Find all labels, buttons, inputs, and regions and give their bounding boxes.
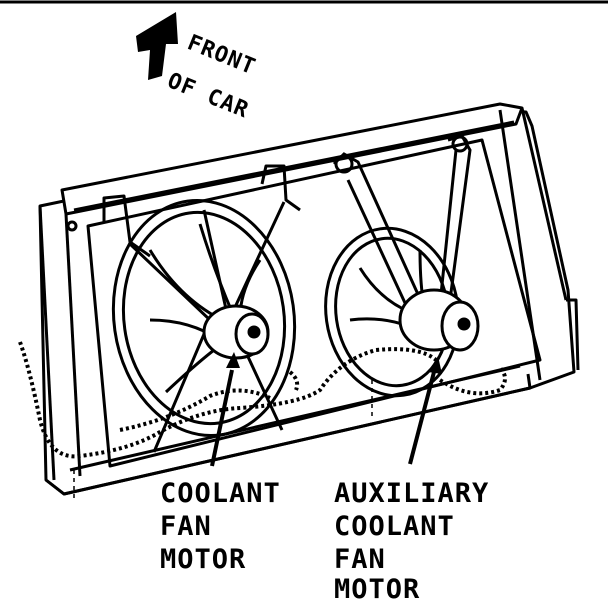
auxiliary-fan-motor-line3: FAN xyxy=(334,544,386,575)
coolant-fan-motor-leader xyxy=(210,352,240,467)
auxiliary-fan-motor-leader xyxy=(408,356,442,465)
coolant-fan xyxy=(111,198,297,453)
coolant-fan-motor-line2: FAN xyxy=(160,511,212,542)
auxiliary-fan-motor-line4: MOTOR xyxy=(334,574,420,602)
auxiliary-fan-motor-line2: COOLANT xyxy=(334,511,455,542)
wiring-harness xyxy=(18,341,507,459)
auxiliary-fan-motor-line1: AUXILIARY xyxy=(334,478,489,509)
front-arrow-icon xyxy=(136,12,178,80)
radiator-shroud xyxy=(38,102,580,496)
direction-label-line2: OF CAR xyxy=(164,68,253,123)
coolant-fan-motor-line3: MOTOR xyxy=(160,544,246,575)
reference-lines xyxy=(73,380,373,500)
coolant-fan-motor-line1: COOLANT xyxy=(160,478,281,509)
auxiliary-coolant-fan xyxy=(324,134,480,398)
direction-label-line1: FRONT xyxy=(184,30,259,80)
